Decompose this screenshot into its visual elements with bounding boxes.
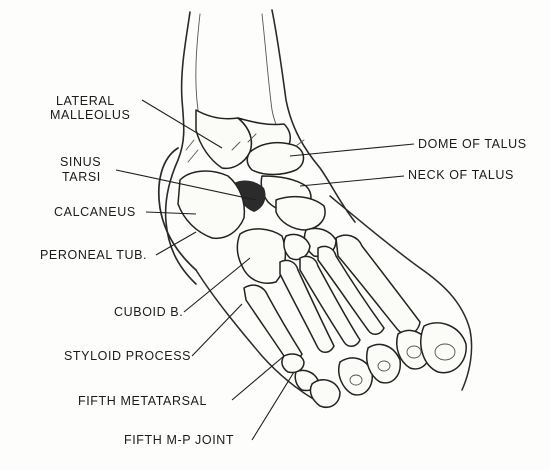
sinus-tarsi-shading bbox=[232, 180, 266, 212]
label-neck-of-talus: NECK OF TALUS bbox=[408, 168, 514, 182]
talus-dome-bone bbox=[246, 141, 305, 176]
calcaneus-bone bbox=[177, 170, 246, 240]
toenail-big bbox=[434, 343, 456, 361]
label-lateral-malleolus-line1: LATERAL bbox=[56, 94, 115, 108]
label-dome-of-talus: DOME OF TALUS bbox=[418, 137, 527, 151]
leader-lateral-malleolus bbox=[141, 99, 223, 149]
label-sinus-tarsi-line2: TARSI bbox=[62, 170, 101, 184]
leader-fifth-mp-joint bbox=[251, 371, 295, 441]
toenail-2 bbox=[406, 345, 422, 359]
leg-outline-right bbox=[271, 9, 356, 223]
leader-fifth-metatarsal bbox=[231, 355, 285, 401]
toe-1 bbox=[420, 322, 467, 374]
toe-3 bbox=[366, 343, 401, 384]
leg-outline-left bbox=[164, 11, 197, 285]
leader-styloid-process bbox=[191, 303, 243, 357]
third-metatarsal-bone bbox=[299, 255, 361, 347]
toe-5 bbox=[309, 379, 341, 408]
toenail-4 bbox=[349, 374, 363, 386]
fourth-metatarsal-bone bbox=[279, 259, 335, 353]
label-lateral-malleolus-line2: MALLEOLUS bbox=[50, 108, 131, 122]
tendon-line bbox=[195, 13, 201, 111]
leader-peroneal-tub bbox=[155, 231, 197, 256]
label-fifth-mp-joint: FIFTH M-P JOINT bbox=[124, 433, 235, 447]
leader-calcaneus bbox=[145, 211, 197, 215]
label-styloid-process: STYLOID PROCESS bbox=[64, 349, 192, 363]
second-metatarsal-bone bbox=[317, 245, 385, 335]
first-metatarsal-bone bbox=[335, 234, 421, 335]
leader-dome-of-talus bbox=[289, 143, 415, 157]
fifth-metatarsal-bone bbox=[243, 284, 303, 361]
cuboid-bone bbox=[236, 228, 287, 284]
label-sinus-tarsi-line1: SINUS bbox=[60, 155, 102, 169]
toe-4 bbox=[338, 357, 373, 396]
fifth-mp-joint-bone bbox=[281, 353, 305, 374]
leader-neck-of-talus bbox=[299, 175, 405, 187]
foot-sole-outline bbox=[195, 269, 323, 405]
label-peroneal-tub: PERONEAL TUB. bbox=[40, 248, 148, 262]
navicular-bone bbox=[275, 195, 326, 231]
toenail-3 bbox=[377, 360, 391, 372]
hatching bbox=[185, 133, 305, 163]
foot-dorsum-outline bbox=[329, 195, 473, 391]
label-fifth-metatarsal: FIFTH METATARSAL bbox=[78, 394, 208, 408]
leader-cuboid bbox=[183, 257, 251, 313]
heel-outline bbox=[157, 147, 197, 271]
label-calcaneus: CALCANEUS bbox=[54, 205, 136, 219]
leader-sinus-tarsi bbox=[115, 169, 257, 201]
label-cuboid: CUBOID B. bbox=[114, 305, 184, 319]
